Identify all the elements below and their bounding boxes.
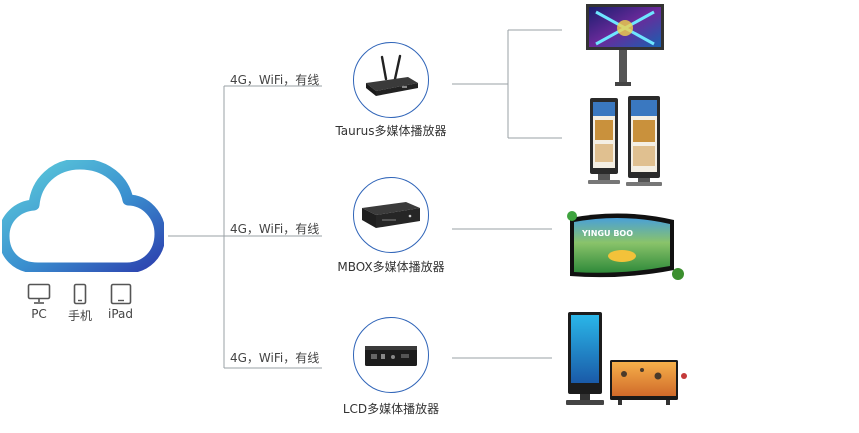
cloud-icon [2, 160, 164, 272]
taurus-player-circle [353, 42, 429, 118]
billboard-icon [586, 4, 664, 86]
connection-label-taurus: 4G，WiFi，有线 [230, 73, 320, 87]
lcd-player-circle [353, 317, 429, 393]
phone-device: 手机 [68, 283, 92, 324]
curved-tv-icon: YINGU BOO [567, 211, 684, 280]
pc-label: PC [31, 307, 47, 321]
tv-icon [610, 360, 678, 405]
curved-tv-text: YINGU BOO [581, 229, 633, 238]
connection-label-lcd: 4G，WiFi，有线 [230, 351, 320, 365]
phone-label: 手机 [68, 309, 93, 323]
tablet-icon [110, 283, 131, 305]
lcd-player-label: LCD多媒体播放器 [342, 402, 440, 416]
kiosk-right [626, 96, 662, 186]
lcd-kiosk-icon [566, 312, 687, 405]
mbox-player-label: MBOX多媒体播放器 [337, 260, 445, 274]
mbox-player-circle [353, 177, 429, 253]
rack-box-icon [362, 202, 420, 228]
phone-icon [73, 283, 87, 305]
router-antenna-icon [366, 54, 418, 96]
monitor-icon [27, 283, 51, 304]
connection-label-mbox: 4G，WiFi，有线 [230, 222, 320, 236]
pc-device: PC [27, 283, 51, 321]
compact-box-icon [365, 346, 417, 366]
taurus-player-label: Taurus多媒体播放器 [335, 124, 447, 138]
tablet-device: iPad [108, 283, 133, 321]
kiosk-left [588, 98, 620, 184]
kiosk-icon [588, 96, 662, 186]
tablet-label: iPad [108, 307, 134, 321]
